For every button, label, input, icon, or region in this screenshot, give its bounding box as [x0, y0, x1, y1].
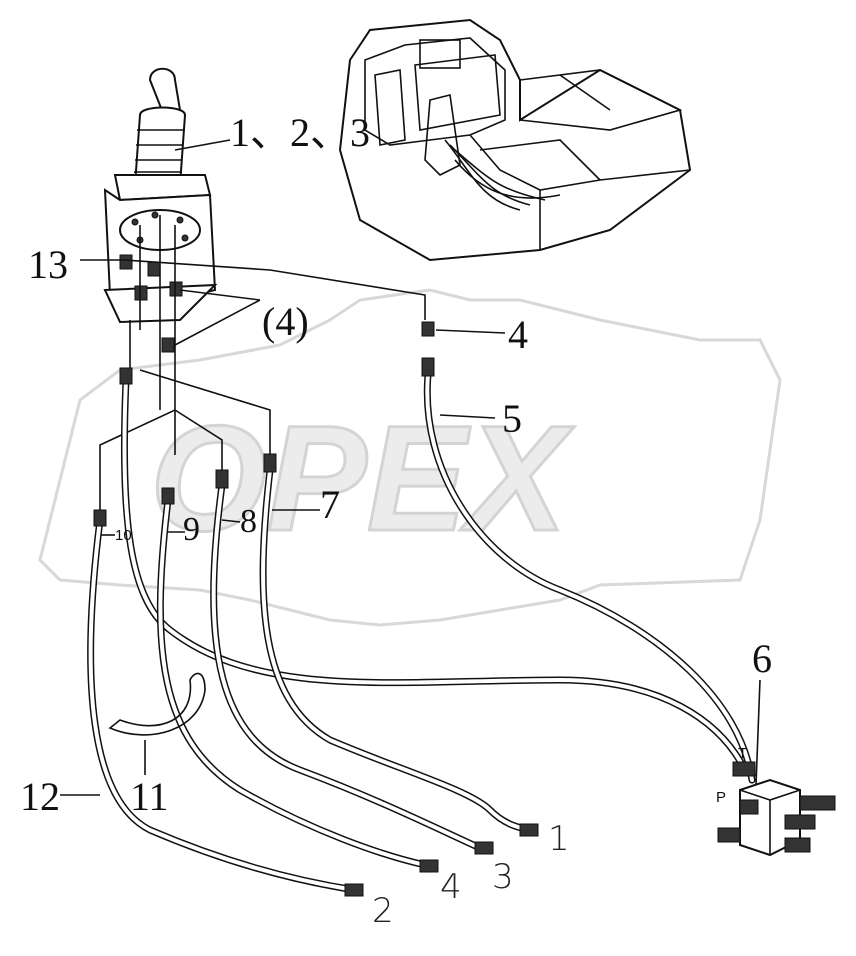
- hose-end-label-1: 1: [548, 819, 570, 859]
- callout-5: 5: [502, 396, 522, 441]
- valve-port-t: T: [738, 745, 747, 762]
- hose-end-label-4: 4: [440, 867, 462, 907]
- callout-7: 7: [320, 482, 340, 527]
- leader-lines: [60, 139, 761, 796]
- callout-4: 4: [508, 312, 528, 357]
- hose-end-label-3: 3: [492, 857, 514, 897]
- callout-9: 9: [183, 511, 200, 548]
- seal-ring: [108, 672, 206, 736]
- callout-10: 10: [115, 527, 132, 544]
- watermark-text: OPEX: [150, 394, 575, 562]
- watermark: OPEX: [38, 288, 782, 627]
- callout-11: 11: [130, 774, 169, 819]
- callout-1-2-3: 1、2、3: [230, 110, 370, 155]
- hoses: [87, 371, 756, 894]
- callout-6: 6: [752, 636, 772, 681]
- hose-end-label-2: 2: [372, 891, 394, 931]
- callout-12: 12: [20, 774, 60, 819]
- callout-13: 13: [28, 242, 68, 287]
- valve-block: [717, 761, 836, 857]
- callout-8: 8: [240, 503, 257, 540]
- callout-4-group: (4): [262, 299, 309, 344]
- valve-port-p: P: [716, 789, 726, 806]
- hose-fittings: [93, 321, 539, 897]
- excavator-cab-illustration: [338, 18, 692, 262]
